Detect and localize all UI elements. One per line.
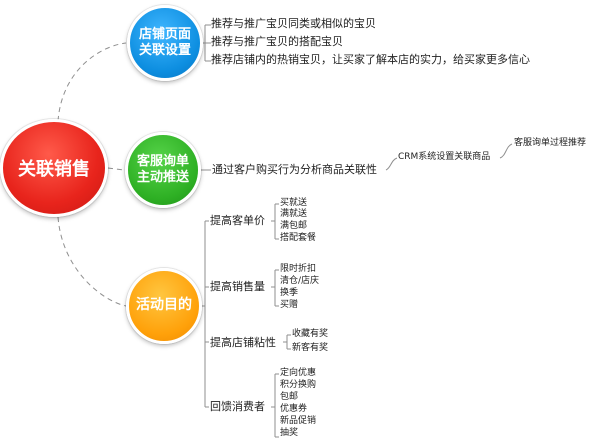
branch-2-sub-text: CRM系统设置关联商品 bbox=[398, 152, 491, 162]
group-2-bracket bbox=[271, 269, 279, 307]
group-label: 回馈消费者 bbox=[210, 400, 265, 413]
root-label: 关联销售 bbox=[18, 159, 90, 180]
branch-2-subsub-connector bbox=[499, 143, 513, 159]
group-item: 搭配套餐 bbox=[280, 233, 317, 243]
branch-node-shop-page-settings: 店铺页面 关联设置 bbox=[127, 5, 203, 81]
group-item: 积分换购 bbox=[280, 380, 317, 390]
branch-2-sub-connector bbox=[385, 157, 398, 171]
group-item: 定向优惠 bbox=[280, 368, 317, 378]
group-item: 优惠券 bbox=[280, 404, 308, 414]
group-label: 提高销售量 bbox=[210, 280, 265, 293]
branch-2-text: 通过客户购买行为分析商品关联性 bbox=[212, 163, 377, 176]
root-to-branch-3-connector bbox=[57, 216, 127, 307]
group-item: 抽奖 bbox=[280, 428, 299, 438]
root-node: 关联销售 bbox=[0, 119, 108, 217]
branch-1-title-line-1: 店铺页面 bbox=[138, 26, 191, 42]
group-1-bracket bbox=[271, 203, 279, 240]
group-item: 限时折扣 bbox=[280, 264, 317, 274]
group-item: 满就送 bbox=[280, 209, 308, 219]
branch-1-leaf: 推荐店铺内的热销宝贝，让买家了解本店的实力，给买家更多信心 bbox=[211, 53, 530, 66]
branch-1-leaf: 推荐与推广宝贝同类或相似的宝贝 bbox=[211, 17, 376, 30]
group-item: 买赠 bbox=[280, 300, 299, 310]
branch-node-customer-service-push: 客服询单 主动推送 bbox=[125, 132, 201, 208]
group-item: 清仓/店庆 bbox=[280, 276, 320, 286]
branch-2-subsub-text: 客服询单过程推荐 bbox=[514, 138, 587, 148]
root-to-branch-1-connector bbox=[57, 42, 127, 122]
group-item: 换季 bbox=[280, 288, 299, 298]
branch-2-title-line-2: 主动推送 bbox=[136, 170, 189, 185]
root-to-branch-2-connector bbox=[107, 167, 125, 171]
group-label: 提高客单价 bbox=[210, 214, 265, 227]
group-item: 包邮 bbox=[280, 392, 299, 402]
group-item: 买就送 bbox=[280, 198, 308, 208]
branch-3-bracket bbox=[202, 220, 209, 408]
group-item: 收藏有奖 bbox=[292, 329, 329, 339]
group-label: 提高店铺粘性 bbox=[210, 336, 276, 349]
branch-node-campaign-goals: 活动目的 bbox=[126, 268, 202, 344]
group-item: 新品促销 bbox=[280, 416, 317, 426]
group-4-bracket bbox=[271, 373, 279, 438]
branch-1-leaf: 推荐与推广宝贝的搭配宝贝 bbox=[211, 35, 343, 48]
group-3-bracket bbox=[283, 334, 291, 350]
branch-3-title: 活动目的 bbox=[136, 297, 192, 314]
branch-1-title-line-2: 关联设置 bbox=[138, 43, 191, 58]
group-item: 满包邮 bbox=[280, 221, 308, 231]
group-item: 新客有奖 bbox=[292, 343, 329, 353]
branch-1-bracket bbox=[203, 24, 211, 62]
branch-2-title-line-1: 客服询单 bbox=[136, 153, 189, 169]
